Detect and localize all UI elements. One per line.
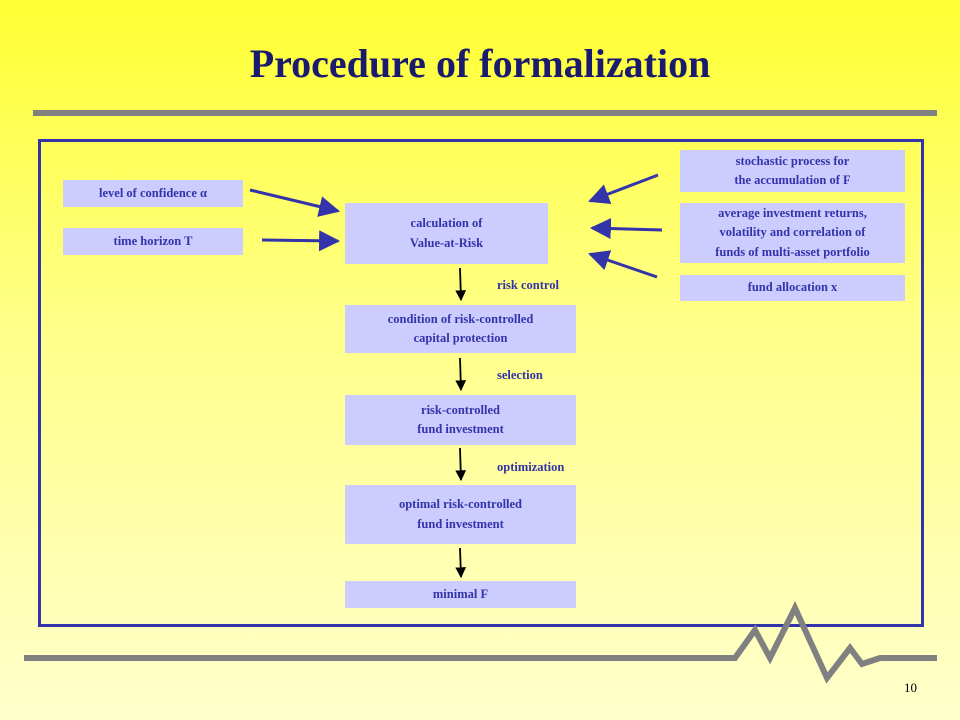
diagram-frame [38,139,924,627]
arrow-allocation-to-var [588,250,658,279]
arrow-var-to-condition [455,267,467,302]
slide-title: Procedure of formalization [249,41,711,86]
average-returns-box: average investment returns, volatility a… [680,203,905,263]
arrow-condition-to-investment [455,357,467,392]
arrow-optimal-to-minimal [455,547,467,579]
fund-allocation-box: fund allocation x [680,275,905,301]
minimal-f-box: minimal F [345,581,576,608]
var-calculation-box: calculation of Value-at-Risk [345,203,548,264]
risk-controlled-investment-box: risk-controlled fund investment [345,395,576,445]
selection-label: selection [497,368,543,382]
arrow-horizon-to-var [261,230,341,252]
stochastic-process-box: stochastic process for the accumulation … [680,150,905,192]
top-divider [33,110,937,116]
zigzag-line-decoration [24,601,937,684]
capital-protection-box: condition of risk-controlled capital pro… [345,305,576,353]
risk-control-label: risk control [497,278,559,292]
confidence-level-box: level of confidence α [63,180,243,207]
time-horizon-box: time horizon T [63,228,243,255]
page-number: 10 [904,680,917,695]
optimal-investment-box: optimal risk-controlled fund investment [345,485,576,544]
arrow-average-to-var [589,218,663,240]
optimization-label: optimization [497,460,565,474]
arrow-stochastic-to-var [588,173,659,205]
arrow-investment-to-optimal [455,447,467,482]
arrow-confidence-to-var [249,188,341,217]
